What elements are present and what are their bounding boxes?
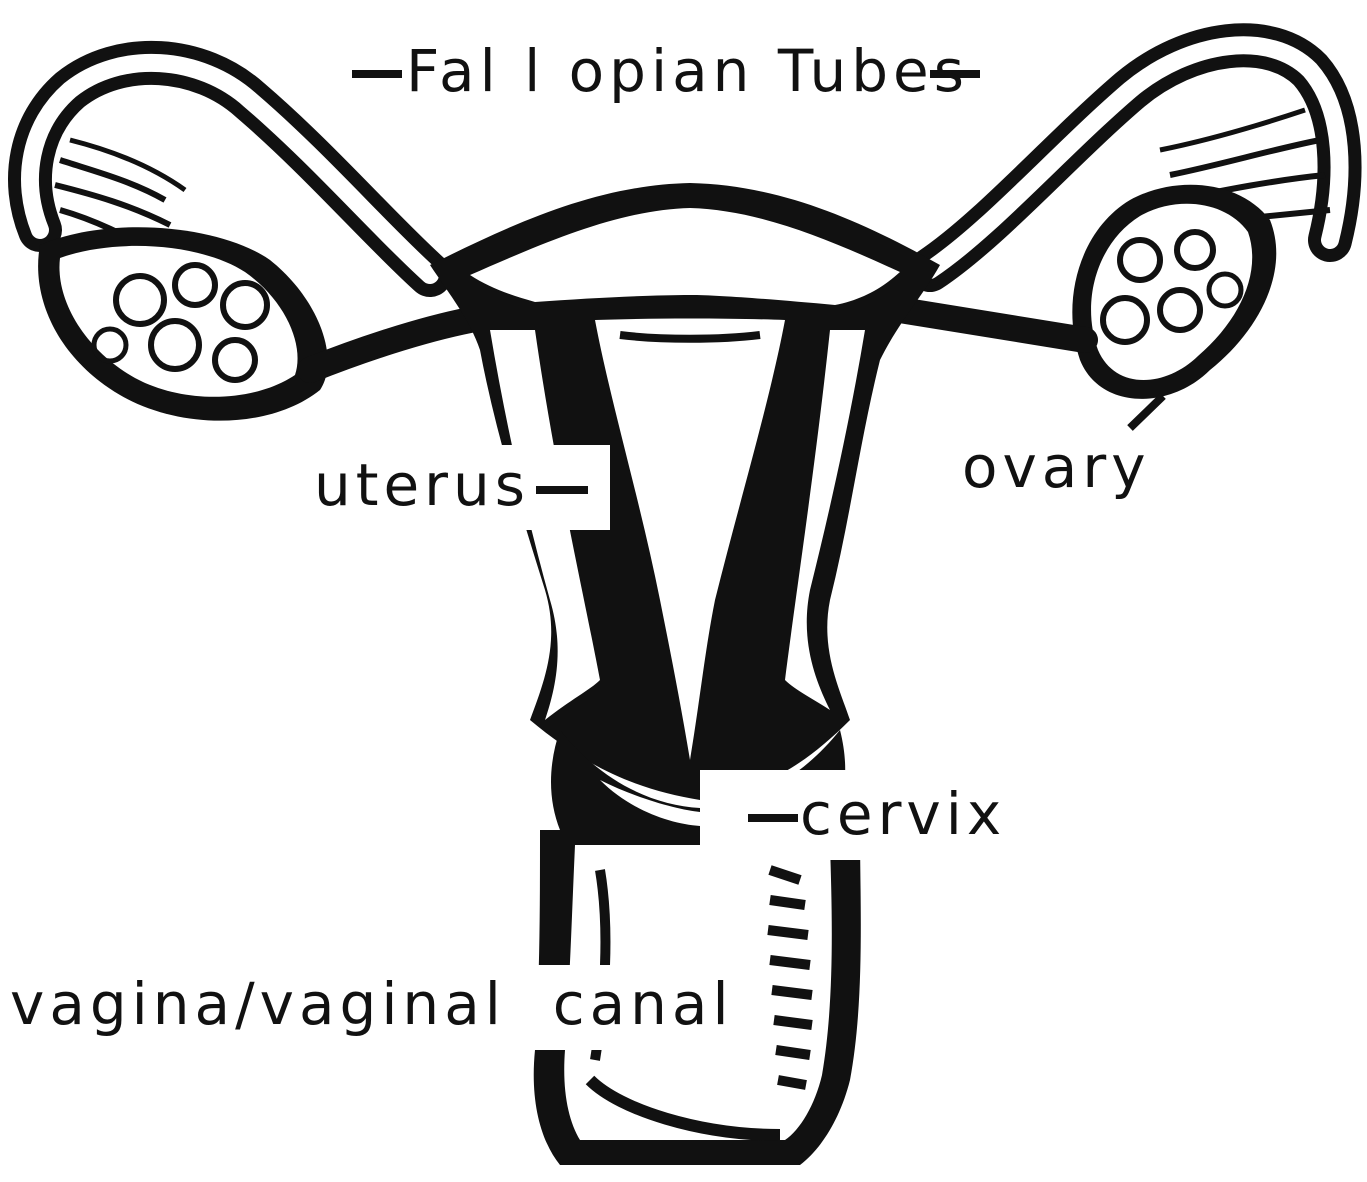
label-cervix: cervix <box>800 780 1006 848</box>
label-uterus: uterus <box>314 451 530 519</box>
label-fallopian-tubes: Fal l opian Tubes <box>406 37 969 105</box>
left-ovarian-ligament <box>310 320 470 370</box>
left-ovary <box>38 227 328 420</box>
ovary-leader <box>1130 396 1163 428</box>
right-ovary <box>1072 185 1276 399</box>
label-vagina: vagina/vaginal canal <box>10 970 734 1038</box>
right-ovarian-ligament <box>900 310 1085 340</box>
label-ovary: ovary <box>962 433 1151 501</box>
